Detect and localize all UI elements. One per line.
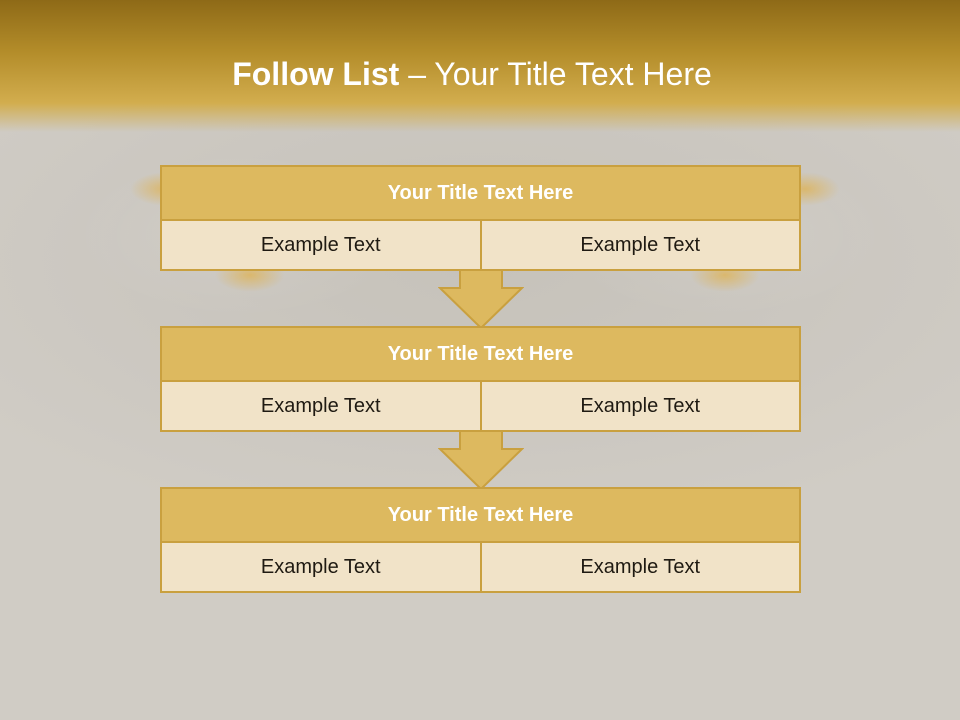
title-banner xyxy=(0,0,960,132)
block-row: Example Text Example Text xyxy=(160,543,801,593)
block-cell-left: Example Text xyxy=(160,382,482,432)
follow-block-3: Your Title Text Here Example Text Exampl… xyxy=(160,487,801,593)
block-row: Example Text Example Text xyxy=(160,382,801,432)
slide-title-rest: – Your Title Text Here xyxy=(399,56,712,92)
block-row: Example Text Example Text xyxy=(160,221,801,271)
slide-title: Follow List – Your Title Text Here xyxy=(0,52,944,96)
follow-block-1: Your Title Text Here Example Text Exampl… xyxy=(160,165,801,271)
block-title: Your Title Text Here xyxy=(160,165,801,221)
block-cell-left: Example Text xyxy=(160,543,482,593)
block-cell-right: Example Text xyxy=(479,221,801,271)
block-title: Your Title Text Here xyxy=(160,326,801,382)
down-arrow-icon xyxy=(438,270,524,330)
slide-title-bold: Follow List xyxy=(232,56,400,92)
block-cell-left: Example Text xyxy=(160,221,482,271)
down-arrow-icon xyxy=(438,431,524,491)
block-cell-right: Example Text xyxy=(479,543,801,593)
block-cell-right: Example Text xyxy=(479,382,801,432)
block-title: Your Title Text Here xyxy=(160,487,801,543)
follow-block-2: Your Title Text Here Example Text Exampl… xyxy=(160,326,801,432)
